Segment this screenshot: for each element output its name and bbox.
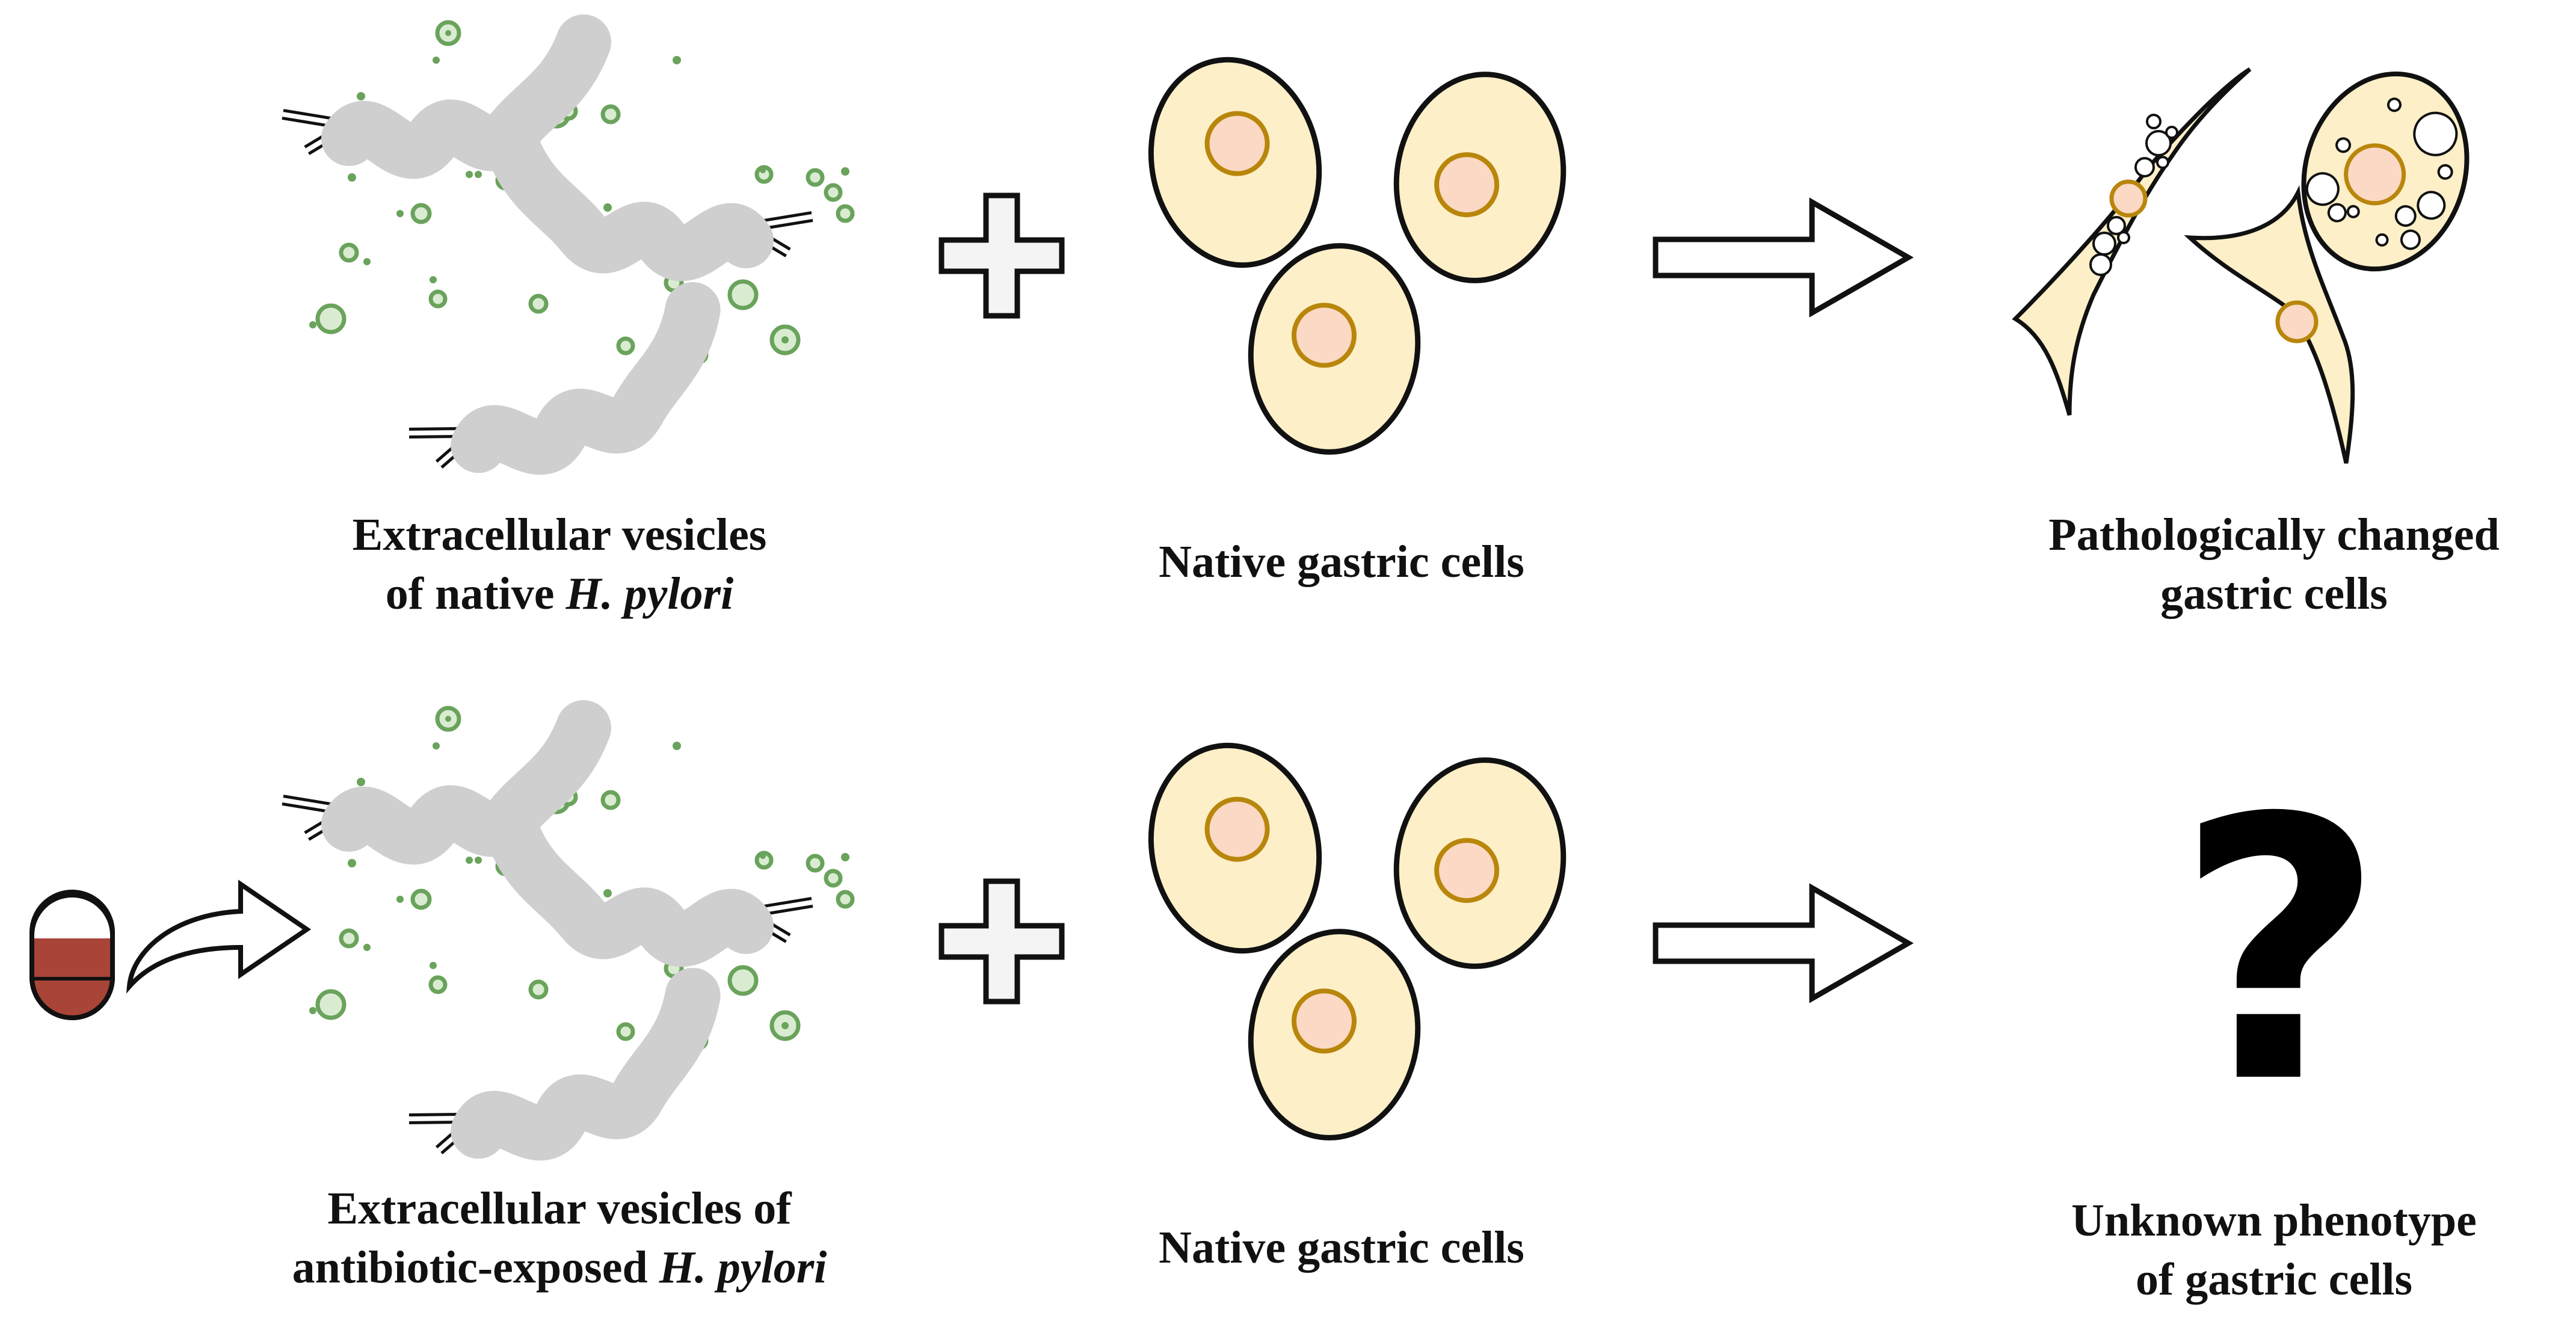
h-pylori-bacterium-icon: [511, 830, 812, 939]
gastric-cell-icon: [1383, 63, 1576, 291]
caption-text: of native: [385, 568, 566, 619]
elongated-cell-icon: [2184, 185, 2355, 464]
bottom-vesicles-caption: Extracellular vesicles of antibiotic-exp…: [217, 1179, 902, 1297]
top-cells-caption: Native gastric cells: [1159, 537, 1524, 587]
right-arrow-icon: [1656, 202, 1908, 313]
gastric-cell-icon: [1383, 749, 1576, 977]
caption-line: antibiotic-exposed H. pylori: [217, 1238, 902, 1297]
top-result-caption: Pathologically changed gastric cells: [1985, 505, 2563, 623]
gastric-cell-icon: [1132, 44, 1337, 281]
caption-line: Pathologically changed: [2048, 509, 2500, 560]
unknown-phenotype-symbol: ?: [2175, 742, 2385, 1162]
plus-icon: [941, 881, 1062, 1002]
h-pylori-bacterium-icon: [396, 310, 712, 469]
vacuolated-cell-icon: [2301, 71, 2470, 272]
h-pylori-bacterium-icon: [396, 996, 712, 1155]
right-arrow-icon: [1656, 888, 1908, 999]
caption-line: Extracellular vesicles: [352, 509, 767, 560]
caption-line: of native H. pylori: [253, 564, 866, 623]
caption-line: gastric cells: [2160, 568, 2388, 619]
species-name: H. pylori: [659, 1242, 827, 1293]
elongated-cell-icon: [2012, 67, 2252, 416]
gastric-cell-icon: [1237, 920, 1431, 1148]
antibiotic-capsule-icon: [29, 889, 115, 1020]
caption-line: Unknown phenotype: [2071, 1195, 2477, 1246]
caption-line: of gastric cells: [2135, 1254, 2413, 1305]
gastric-cell-icon: [1237, 235, 1431, 463]
bottom-result-caption: Unknown phenotype of gastric cells: [1985, 1191, 2563, 1309]
plus-icon: [941, 195, 1062, 316]
species-name: H. pylori: [565, 568, 734, 619]
h-pylori-bacterium-icon: [511, 144, 812, 253]
top-vesicles-caption: Extracellular vesicles of native H. pylo…: [253, 505, 866, 623]
caption-text: antibiotic-exposed: [292, 1242, 659, 1293]
caption-line: Extracellular vesicles of: [327, 1183, 792, 1234]
curved-arrow-icon: [126, 879, 312, 994]
gastric-cell-icon: [1132, 730, 1337, 967]
bottom-cells-caption: Native gastric cells: [1159, 1222, 1524, 1273]
